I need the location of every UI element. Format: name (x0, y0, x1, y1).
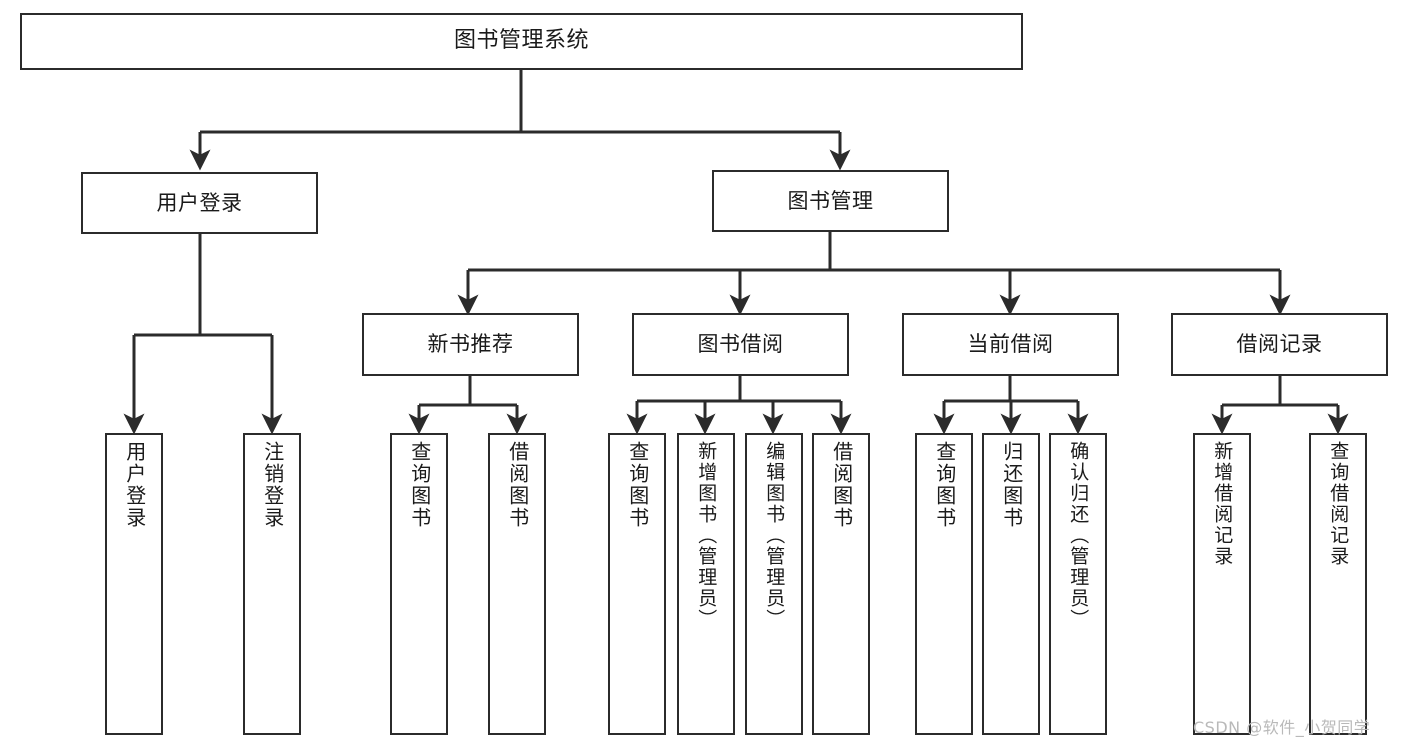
leaf-new-book-query[interactable]: 查询图书 (390, 433, 448, 735)
node-borrow-record[interactable]: 借阅记录 (1171, 313, 1388, 376)
leaf-borrow-record-add[interactable]: 新增借阅记录 (1193, 433, 1251, 735)
leaf-borrow-record-query[interactable]: 查询借阅记录 (1309, 433, 1367, 735)
node-current-borrow[interactable]: 当前借阅 (902, 313, 1119, 376)
leaf-user-login-logout-label: 注销登录 (260, 441, 285, 529)
leaf-user-login-login[interactable]: 用户登录 (105, 433, 163, 735)
leaf-borrow-record-query-label: 查询借阅记录 (1327, 441, 1350, 567)
leaf-current-borrow-confirm-label: 确认归还（管理员） (1067, 441, 1090, 630)
leaf-current-borrow-query-label: 查询图书 (932, 441, 957, 529)
node-book-management-label: 图书管理 (787, 188, 874, 213)
leaf-book-borrow-borrow-label: 借阅图书 (829, 441, 854, 529)
node-borrow-record-label: 借阅记录 (1236, 332, 1323, 357)
leaf-book-borrow-borrow[interactable]: 借阅图书 (812, 433, 870, 735)
leaf-borrow-record-add-label: 新增借阅记录 (1211, 441, 1234, 567)
node-user-login[interactable]: 用户登录 (81, 172, 318, 234)
leaf-book-borrow-query-label: 查询图书 (625, 441, 650, 529)
leaf-new-book-borrow-label: 借阅图书 (505, 441, 530, 529)
node-book-borrow[interactable]: 图书借阅 (632, 313, 849, 376)
leaf-book-borrow-add-label: 新增图书（管理员） (695, 441, 718, 630)
node-book-management[interactable]: 图书管理 (712, 170, 949, 232)
node-user-login-label: 用户登录 (156, 190, 243, 215)
leaf-book-borrow-edit-label: 编辑图书（管理员） (763, 441, 786, 630)
node-new-book-recommend[interactable]: 新书推荐 (362, 313, 579, 376)
leaf-book-borrow-add[interactable]: 新增图书（管理员） (677, 433, 735, 735)
node-book-borrow-label: 图书借阅 (697, 332, 784, 357)
leaf-new-book-query-label: 查询图书 (407, 441, 432, 529)
node-root-label: 图书管理系统 (453, 28, 589, 54)
leaf-user-login-logout[interactable]: 注销登录 (243, 433, 301, 735)
node-new-book-recommend-label: 新书推荐 (427, 332, 514, 357)
leaf-user-login-login-label: 用户登录 (122, 441, 147, 529)
csdn-watermark: CSDN @软件_小贺同学 (1193, 718, 1371, 737)
node-current-borrow-label: 当前借阅 (967, 332, 1054, 357)
leaf-book-borrow-edit[interactable]: 编辑图书（管理员） (745, 433, 803, 735)
node-root[interactable]: 图书管理系统 (20, 13, 1023, 70)
leaf-current-borrow-query[interactable]: 查询图书 (915, 433, 973, 735)
leaf-current-borrow-confirm[interactable]: 确认归还（管理员） (1049, 433, 1107, 735)
leaf-new-book-borrow[interactable]: 借阅图书 (488, 433, 546, 735)
leaf-current-borrow-return-label: 归还图书 (999, 441, 1024, 529)
leaf-current-borrow-return[interactable]: 归还图书 (982, 433, 1040, 735)
leaf-book-borrow-query[interactable]: 查询图书 (608, 433, 666, 735)
